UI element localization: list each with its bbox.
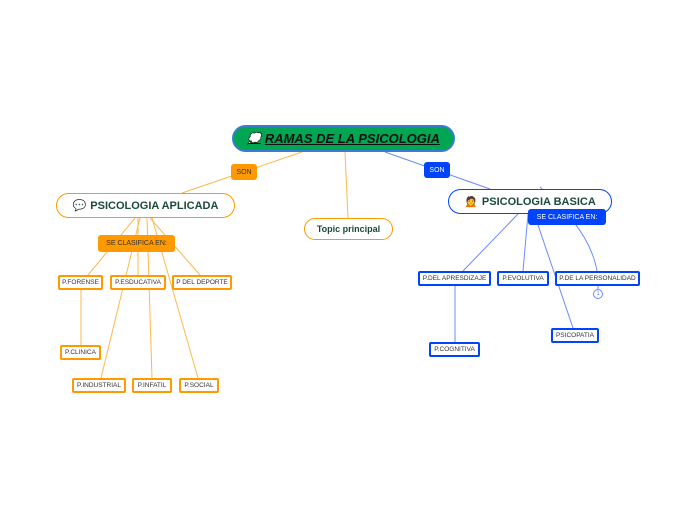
root-topic[interactable]: 💭RAMAS DE LA PSICOLOGIA (232, 125, 455, 152)
topic-principal-node[interactable]: Topic principal (304, 218, 393, 240)
node-p-industrial[interactable]: P.INDUSTRIAL (72, 378, 126, 393)
node-p-de-la-personalidad[interactable]: P.DE LA PERSONALIDAD (555, 271, 640, 286)
clasifica-label-left[interactable]: SE CLASIFICA EN: (98, 235, 175, 252)
node-p-cognitiva[interactable]: P.COGNITIVA (429, 342, 480, 357)
clasifica-label-right[interactable]: SE CLASIFICA EN: (528, 209, 606, 225)
speech-bubble-icon: 💭 (247, 133, 261, 145)
node-p-forense[interactable]: P.FORENSE (58, 275, 103, 290)
node-p-clinica[interactable]: P.CLINICA (60, 345, 101, 360)
speech-bubble-icon: 💬 (72, 200, 87, 212)
node-p-evolutiva[interactable]: P.EVOLUTIVA (497, 271, 549, 286)
psicologia-aplicada-node[interactable]: 💬PSICOLOGIA APLICADA (56, 193, 235, 218)
node-p-esducativa[interactable]: P.ESDUCATIVA (110, 275, 166, 290)
node-p-del-deporte[interactable]: P DEL DEPORTE (172, 275, 232, 290)
node-psicopatia[interactable]: PSICOPATIA (551, 328, 599, 343)
node-p-del-apresdizaje[interactable]: P.DEL APRESDIZAJE (418, 271, 491, 286)
node-p-social[interactable]: P.SOCIAL (179, 378, 219, 393)
son-label-left[interactable]: SON (231, 164, 257, 180)
person-icon: 🙍 (464, 196, 478, 208)
node-p-infatil[interactable]: P.INFATIL (132, 378, 172, 393)
son-label-right[interactable]: SON (424, 162, 450, 178)
collapsed-count-badge[interactable]: 1 (593, 289, 603, 299)
